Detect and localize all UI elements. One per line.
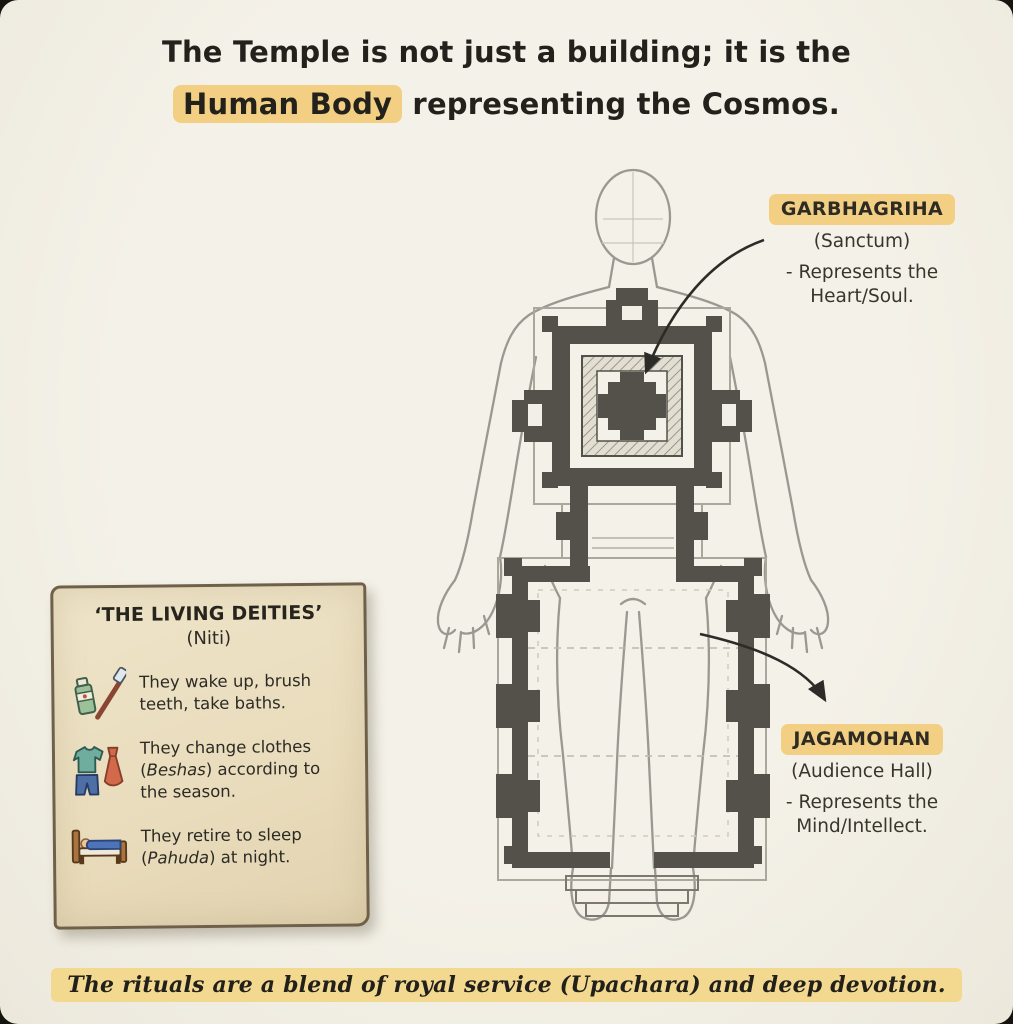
living-deities-subtitle: (Niti) [186,627,232,650]
page-title: The Temple is not just a building; it is… [0,34,1013,139]
garbhagriha-arrow [644,238,765,375]
list-item-text: They wake up, brush teeth, take baths. [139,671,312,714]
toothpaste-toothbrush-icon [68,666,129,722]
jagamohan-subtitle: (Audience Hall) [791,760,933,782]
footer-text: The rituals are a blend of royal service… [51,968,962,1002]
footer-caption: The rituals are a blend of royal service… [0,968,1013,1002]
title-highlight-human-body: Human Body [173,85,403,124]
bed-icon [70,821,129,876]
living-deities-title: ‘THE LIVING DEITIES’ [94,601,323,627]
list-item-text: They retire to sleep (Pahuda) at night. [140,824,302,868]
projection-niches [528,306,736,426]
list-item: They retire to sleep (Pahuda) at night. [70,818,353,875]
garbhagriha-label: GARBHAGRIHA [768,194,956,225]
garbhagriha-subtitle: (Sanctum) [813,230,911,252]
corridor-steps [592,537,674,549]
jagamohan-arrow [699,632,827,703]
list-item-text: They change clothes (Beshas) according t… [139,736,321,802]
list-item: They change clothes (Beshas) according t… [69,736,352,805]
temple-walls [496,288,770,868]
jagamohan-description: - Represents the Mind/Intellect. [785,791,939,837]
title-line-1: The Temple is not just a building; it is… [161,35,852,69]
jagamohan-label: JAGAMOHAN [781,724,943,755]
face-guide-lines [602,172,664,262]
living-deities-panel: ‘THE LIVING DEITIES’ (Niti) They wake up… [50,582,370,930]
entrance-steps [565,875,699,917]
garbhagriha-annotation: GARBHAGRIHA (Sanctum) - Represents the H… [760,194,964,309]
garbhagriha-description: - Represents the Heart/Soul. [785,261,939,307]
title-line-2: representing the Cosmos. [402,87,840,122]
list-item: They wake up, brush teeth, take baths. [68,665,351,722]
human-body-sketch [436,168,830,921]
jagamohan-annotation: JAGAMOHAN (Audience Hall) - Represents t… [756,724,968,839]
clothes-icon [69,744,128,799]
